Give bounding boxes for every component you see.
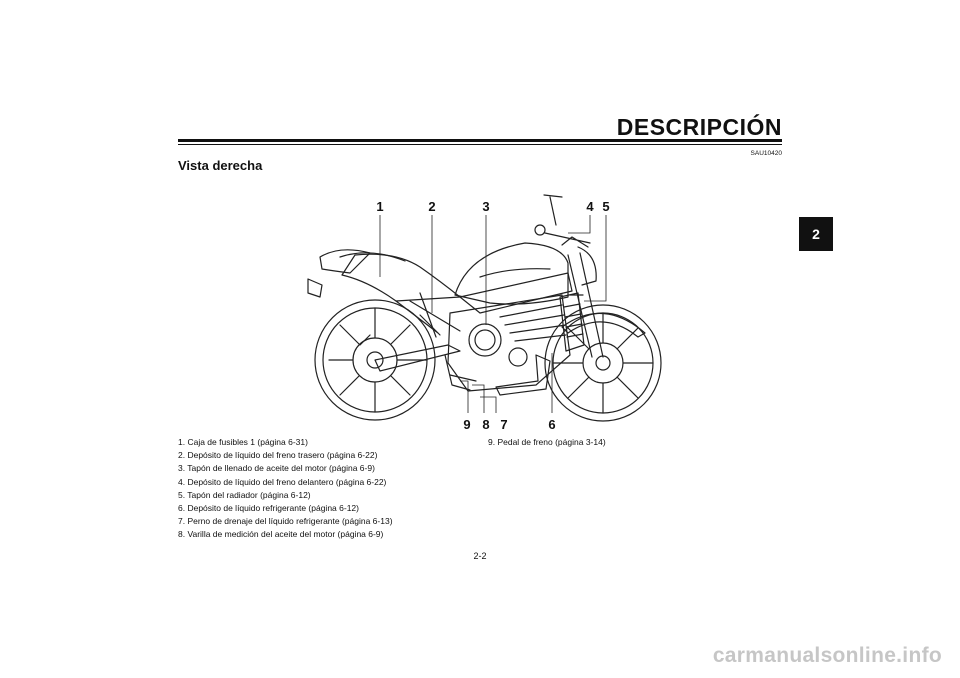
callout-4: 4 [586,199,594,214]
watermark[interactable]: carmanualsonline.info [712,644,942,667]
legend-item: 7. Perno de drenaje del líquido refriger… [178,516,393,527]
fuel-tank [454,242,569,305]
callout-3: 3 [482,199,489,214]
section-title: DESCRIPCIÓN [616,114,782,140]
legend-item: 2. Depósito de líquido del freno trasero… [178,450,378,461]
page-number: 2-2 [473,551,487,561]
header-rule-thick [178,139,782,142]
legend-item: 4. Depósito de líquido del freno delante… [178,476,387,487]
motorcycle-right-view-illustration: 1 2 3 4 5 6 7 8 9 [307,194,662,432]
legend-item: 3. Tapón de llenado de aceite del motor … [178,463,375,474]
leader-7 [480,396,497,413]
callout-7: 7 [500,417,507,432]
legend-item: 6. Depósito de líquido refrigerante (pág… [178,503,359,514]
callout-5: 5 [602,199,609,214]
exhaust [495,354,551,396]
swingarm [374,344,461,372]
reference-code: SAU10420 [750,150,782,157]
legend-item: 1. Caja de fusibles 1 (página 6-31) [178,437,308,447]
leader-4 [568,215,591,234]
chapter-tab[interactable]: 2 [799,217,833,251]
rear-wheel [314,299,436,421]
legend-item: 9. Pedal de freno (página 3-14) [488,437,606,447]
header-rule-thin [178,144,782,145]
seat [341,253,461,302]
legend-column-1: 1. Caja de fusibles 1 (página 6-31) 2. D… [178,436,393,542]
legend-item: 8. Varilla de medición del aceite del mo… [178,529,384,540]
leader-8 [472,384,485,413]
callout-6: 6 [548,417,555,432]
callout-1: 1 [376,199,383,214]
leader-9 [460,380,469,413]
legend-item: 5. Tapón del radiador (página 6-12) [178,489,311,500]
view-heading: Vista derecha [178,158,263,173]
engine [447,294,571,392]
callout-9: 9 [463,417,470,432]
callout-2: 2 [428,199,435,214]
callout-8: 8 [482,417,489,432]
legend-column-2: 9. Pedal de freno (página 3-14) [488,436,606,449]
radiator [559,292,585,352]
leader-5 [584,215,607,302]
